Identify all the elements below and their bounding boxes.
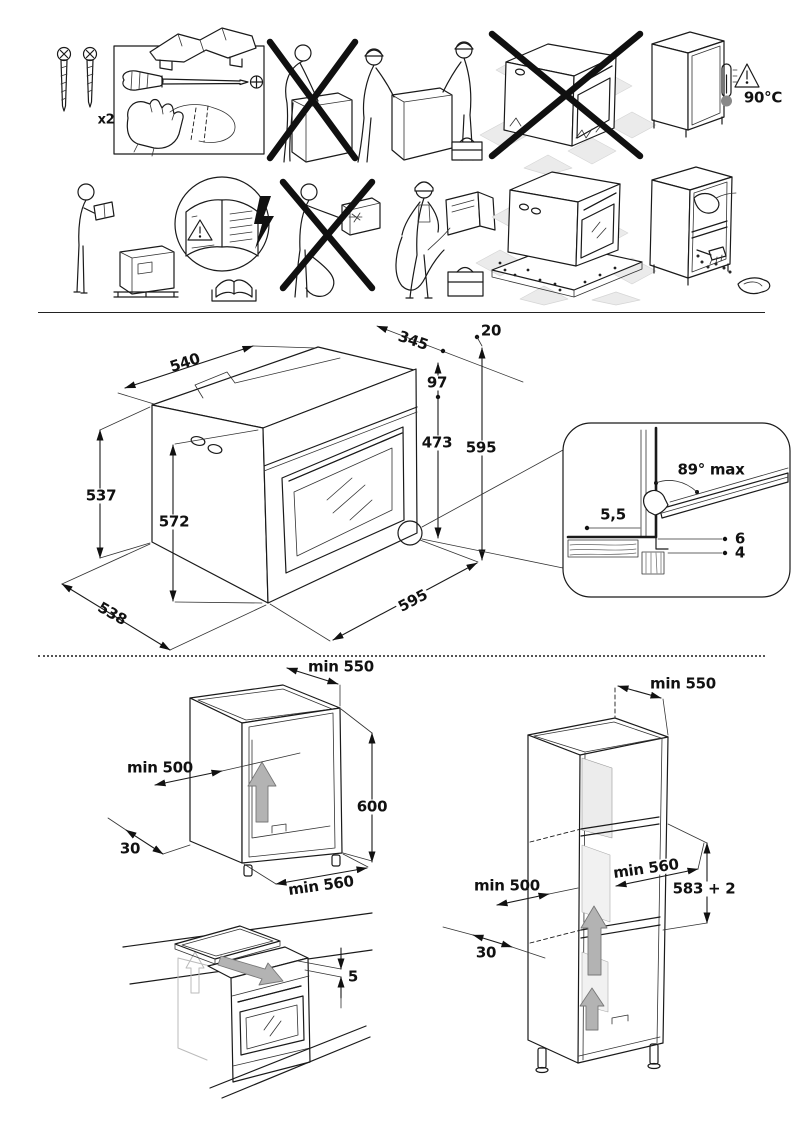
hinge-max-angle-label: 89° max: [677, 460, 745, 479]
pictogram-parts-kit: [56, 27, 265, 157]
section-divider-dotted: [38, 655, 765, 657]
hinge-upper-offset-label: 6: [734, 529, 746, 548]
tall-top-depth-label: min 550: [650, 674, 716, 693]
dim-door-height: 473: [419, 433, 455, 452]
dim-body-height: 572: [156, 512, 192, 531]
tall-rear-gap-label: 30: [475, 943, 497, 962]
screw-count-label: x2: [97, 112, 115, 128]
dim-panel-height: 97: [424, 373, 450, 392]
section-divider-solid: [38, 312, 765, 313]
undercounter-drawing: [122, 912, 373, 1099]
pictogram-cabinet-max-temp: [651, 31, 760, 138]
pictogram-read-manual: [73, 176, 270, 302]
base-cabinet-drawing: [107, 667, 376, 886]
tall-niche-height-label: 583 + 2: [670, 879, 738, 898]
dim-total-height: 595: [463, 438, 499, 457]
hob-clearance-label: 5: [347, 967, 359, 986]
pictogram-no-single-lift: [266, 38, 359, 163]
base-niche-height-label: 600: [354, 797, 390, 816]
tall-cabinet-drawing: [442, 685, 711, 1074]
pictogram-clean-cabinet: [649, 166, 771, 295]
base-niche-depth-label: min 500: [127, 758, 193, 777]
pictogram-two-person-lift: [357, 41, 483, 163]
pictogram-oven-on-support: [475, 171, 657, 306]
dim-front-overhang: 20: [480, 321, 502, 340]
hinge-door-gap-label: 5,5: [600, 505, 626, 524]
hinge-lower-offset-label: 4: [734, 543, 746, 562]
dim-side-height: 537: [83, 486, 119, 505]
base-top-depth-label: min 550: [308, 657, 374, 676]
pictogram-no-floor-placement: [479, 30, 657, 176]
max-temp-label: 90°C: [743, 88, 783, 107]
tall-niche-depth-label: min 500: [474, 876, 540, 895]
pictogram-electrical-hazard: [254, 178, 496, 299]
base-rear-gap-label: 30: [119, 839, 141, 858]
hinge-detail-bubble: [562, 422, 791, 598]
oven-isometric-drawing: [151, 346, 423, 604]
